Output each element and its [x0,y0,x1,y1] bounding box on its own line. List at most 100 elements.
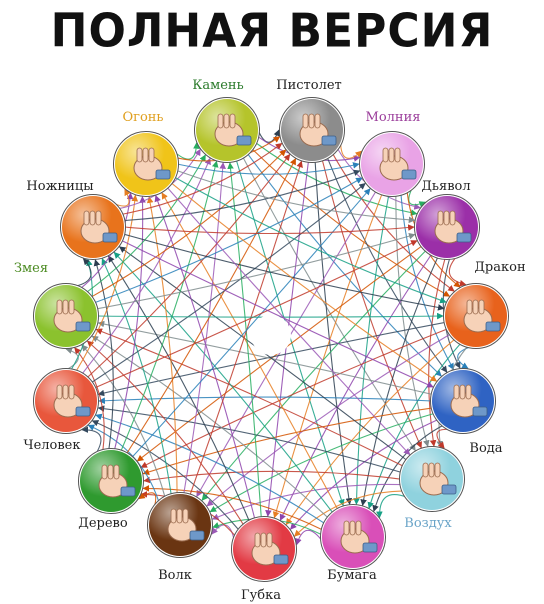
thumb-down-hand-icon [98,464,136,498]
arrow-ogon-to-molniya [176,162,360,175]
label-volk: Волк [158,568,192,583]
arrow-kamen-to-drakon [251,148,451,297]
label-ogon: Огонь [122,110,163,125]
node-zmeya [33,283,99,349]
node-kamen [194,97,260,163]
scissors-hand-icon [80,210,118,244]
arrow-drakon-to-gubka [285,338,456,526]
arrow-chelovek-to-dyavol [93,240,418,389]
sponge-hand-icon [251,532,289,566]
arrow-derevo-to-zmeya [74,347,105,452]
arrow-ogon-to-kamen [174,142,200,160]
arrow-dyavol-to-bumaga [360,256,439,507]
arrow-chelovek-to-zmeya [65,347,79,371]
air-hand-icon [419,462,457,496]
label-dyavol: Дьявол [421,179,470,194]
arrow-voda-to-chelovek [98,396,433,405]
arrow-dyavol-to-gubka [279,253,433,521]
label-kamen: Камень [192,78,243,93]
label-gubka: Губка [241,588,281,603]
arrow-drakon-to-chelovek [97,321,446,397]
arrow-kamen-to-pistolet [257,129,280,143]
wolf-hand-icon [167,508,205,542]
arrow-ogon-to-voda [170,182,438,382]
node-chelovek [33,368,99,434]
arrow-zmeya-to-kamen [85,154,206,294]
arrow-voda-to-gubka [290,418,439,530]
arrow-volk-to-ogon [146,196,178,495]
arrow-pistolet-to-vozduh [321,159,422,449]
label-chelovek: Человек [24,438,81,453]
dragon-hand-icon [463,299,501,333]
node-gubka [231,516,297,582]
arrow-bumaga-to-derevo [142,485,324,531]
arrow-dyavol-to-volk [201,249,427,501]
arrow-pistolet-to-molniya [339,142,363,159]
arrow-bumaga-to-zmeya [91,335,329,519]
arrow-molniya-to-vozduh [395,194,430,447]
arrow-nozhnitsy-to-dyavol [123,224,415,235]
label-bumaga: Бумага [327,568,377,583]
label-nozhnitsy: Ножницы [26,179,93,194]
arrow-voda-to-derevo [142,407,433,476]
arrow-gubka-to-ogon [154,194,256,520]
label-voda: Вода [469,441,502,456]
arrow-vozduh-to-zmeya [95,328,404,467]
arrow-nozhnitsy-to-voda [120,239,434,388]
arrow-zmeya-to-dyavol [96,232,416,310]
arrow-chelovek-to-kamen [81,157,211,375]
label-vozduh: Воздух [404,516,452,531]
arrow-gubka-to-volk [211,524,235,541]
arrow-zmeya-to-molniya [93,177,363,304]
arrow-pistolet-to-bumaga [314,160,353,505]
flat-hand-icon [340,520,378,554]
node-vozduh [399,446,465,512]
page-title: ПОЛНАЯ ВЕРСИЯ [50,4,494,59]
arrow-molniya-to-dyavol [408,187,426,208]
arrow-nozhnitsy-to-drakon [123,233,445,311]
arrow-molniya-to-gubka [272,193,383,519]
arrow-derevo-to-pistolet [125,158,297,455]
node-derevo [78,448,144,514]
label-pistolet: Пистолет [276,78,341,93]
node-voda [430,368,496,434]
label-molniya: Молния [366,110,421,125]
arrow-volk-to-nozhnitsy [101,258,172,496]
arrow-voda-to-zmeya [97,320,433,396]
node-nozhnitsy [60,194,126,260]
fire-hand-icon [133,147,171,181]
node-ogon [113,131,179,197]
arrow-voda-to-bumaga [372,424,444,512]
node-pistolet [279,97,345,163]
lightning-hand-icon [379,147,417,181]
arrow-zmeya-to-pistolet [90,149,287,298]
node-bumaga [320,504,386,570]
arrow-lines [65,129,472,546]
arrow-vozduh-to-bumaga [376,494,408,519]
arrow-drakon-to-bumaga [367,342,462,509]
label-zmeya: Змея [14,261,48,276]
arrow-drakon-to-voda [457,346,472,369]
node-dyavol [414,194,480,260]
arrow-nozhnitsy-to-pistolet [121,142,283,215]
horns-hand-icon [434,210,472,244]
node-drakon [443,283,509,349]
arrow-volk-to-kamen [183,162,226,495]
arrow-bumaga-to-ogon [161,192,339,511]
snake-hand-icon [53,299,91,333]
arrow-kamen-to-vozduh [242,156,416,452]
arrow-bumaga-to-gubka [295,529,323,546]
arrow-chelovek-to-ogon [75,194,139,372]
arrow-drakon-to-volk [206,333,451,507]
arrow-ogon-to-vozduh [166,186,411,456]
arrow-drakon-to-derevo [140,328,449,468]
arrow-volk-to-zmeya [81,344,166,498]
gesture-nodes [33,97,509,582]
arrow-gubka-to-chelovek [91,420,240,531]
arrow-derevo-to-chelovek [81,426,102,455]
arrow-ogon-to-drakon [173,176,447,304]
arrow-voda-to-volk [209,412,435,513]
fist-icon [214,113,252,147]
